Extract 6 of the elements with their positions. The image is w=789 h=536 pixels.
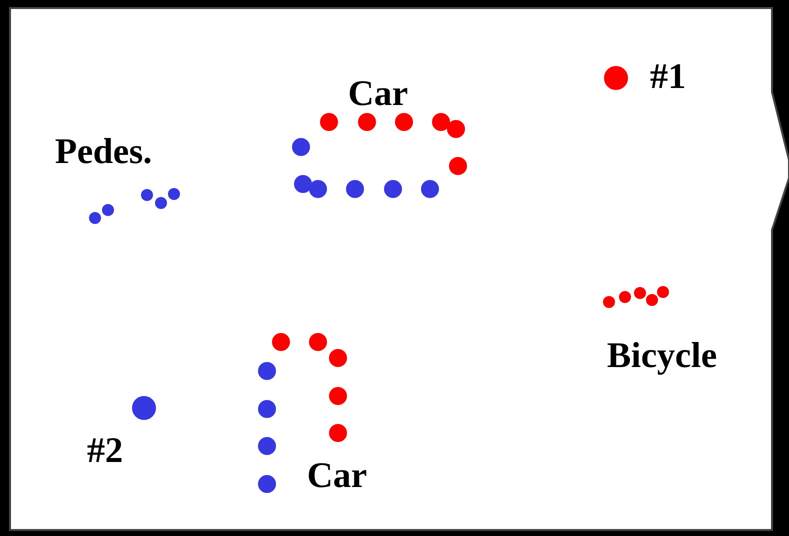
object-label: Car xyxy=(348,73,408,113)
object-label: Bicycle xyxy=(607,335,717,375)
legend-label: #2 xyxy=(87,430,123,470)
object-label: Pedes. xyxy=(55,131,152,171)
object-label: Car xyxy=(307,455,367,495)
legend-label: #1 xyxy=(650,56,686,96)
